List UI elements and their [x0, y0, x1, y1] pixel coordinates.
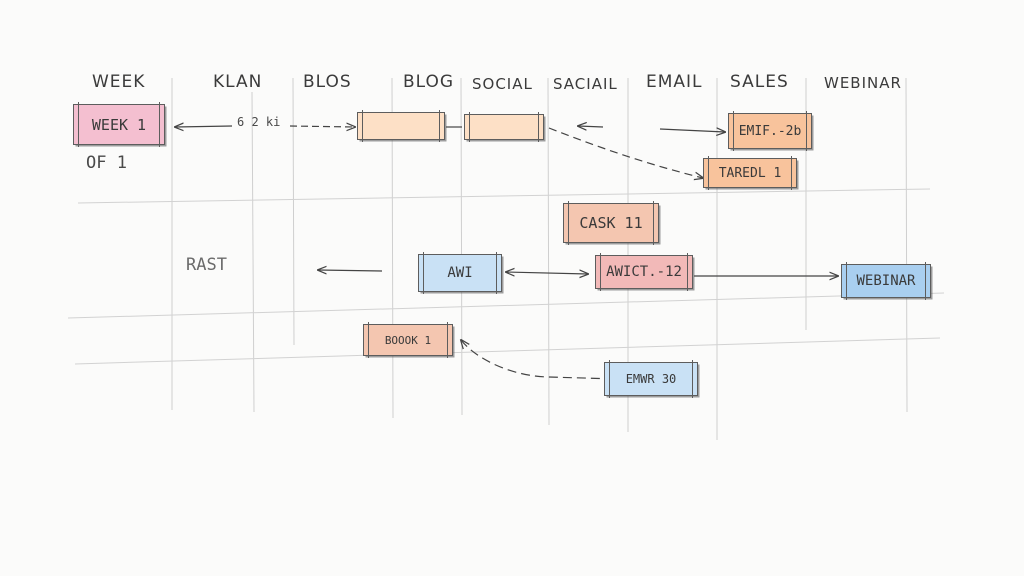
header-klan: KLAN	[213, 72, 263, 92]
card-emwr-task[interactable]: EMWR 30	[604, 360, 698, 398]
card-cask-task[interactable]: CASK 11	[563, 201, 659, 245]
horizontal-grid-lines	[67, 188, 945, 365]
card-email-task[interactable]: EMIF.-2b	[728, 111, 812, 151]
card-webinar-task[interactable]: WEBINAR	[841, 262, 931, 300]
header-social: SOCIAL	[472, 75, 533, 93]
card-blog-task[interactable]	[357, 110, 445, 142]
header-webinar: WEBINAR	[824, 74, 902, 92]
card-week-1[interactable]: WEEK 1	[73, 102, 165, 147]
header-blos: BLOS	[303, 72, 352, 92]
header-sales: SALES	[730, 72, 789, 92]
arrow-note: 6 2 ki	[237, 115, 281, 129]
side-note: RAST	[186, 255, 227, 275]
card-awict-task[interactable]: AWICT.-12	[595, 253, 693, 291]
header-email: EMAIL	[646, 72, 703, 92]
card-awi-task[interactable]: AWI	[418, 252, 502, 294]
card-social-task[interactable]	[464, 112, 544, 142]
header-week: WEEK	[92, 72, 146, 92]
card-book-task[interactable]: BOOOK 1	[363, 322, 453, 358]
connector-arrows	[175, 126, 838, 380]
header-blog: BLOG	[403, 72, 455, 92]
label-of-1: OF 1	[86, 153, 127, 173]
card-sales-task[interactable]: TAREDL 1	[703, 156, 797, 190]
header-saciail: SACIAIL	[553, 75, 618, 93]
